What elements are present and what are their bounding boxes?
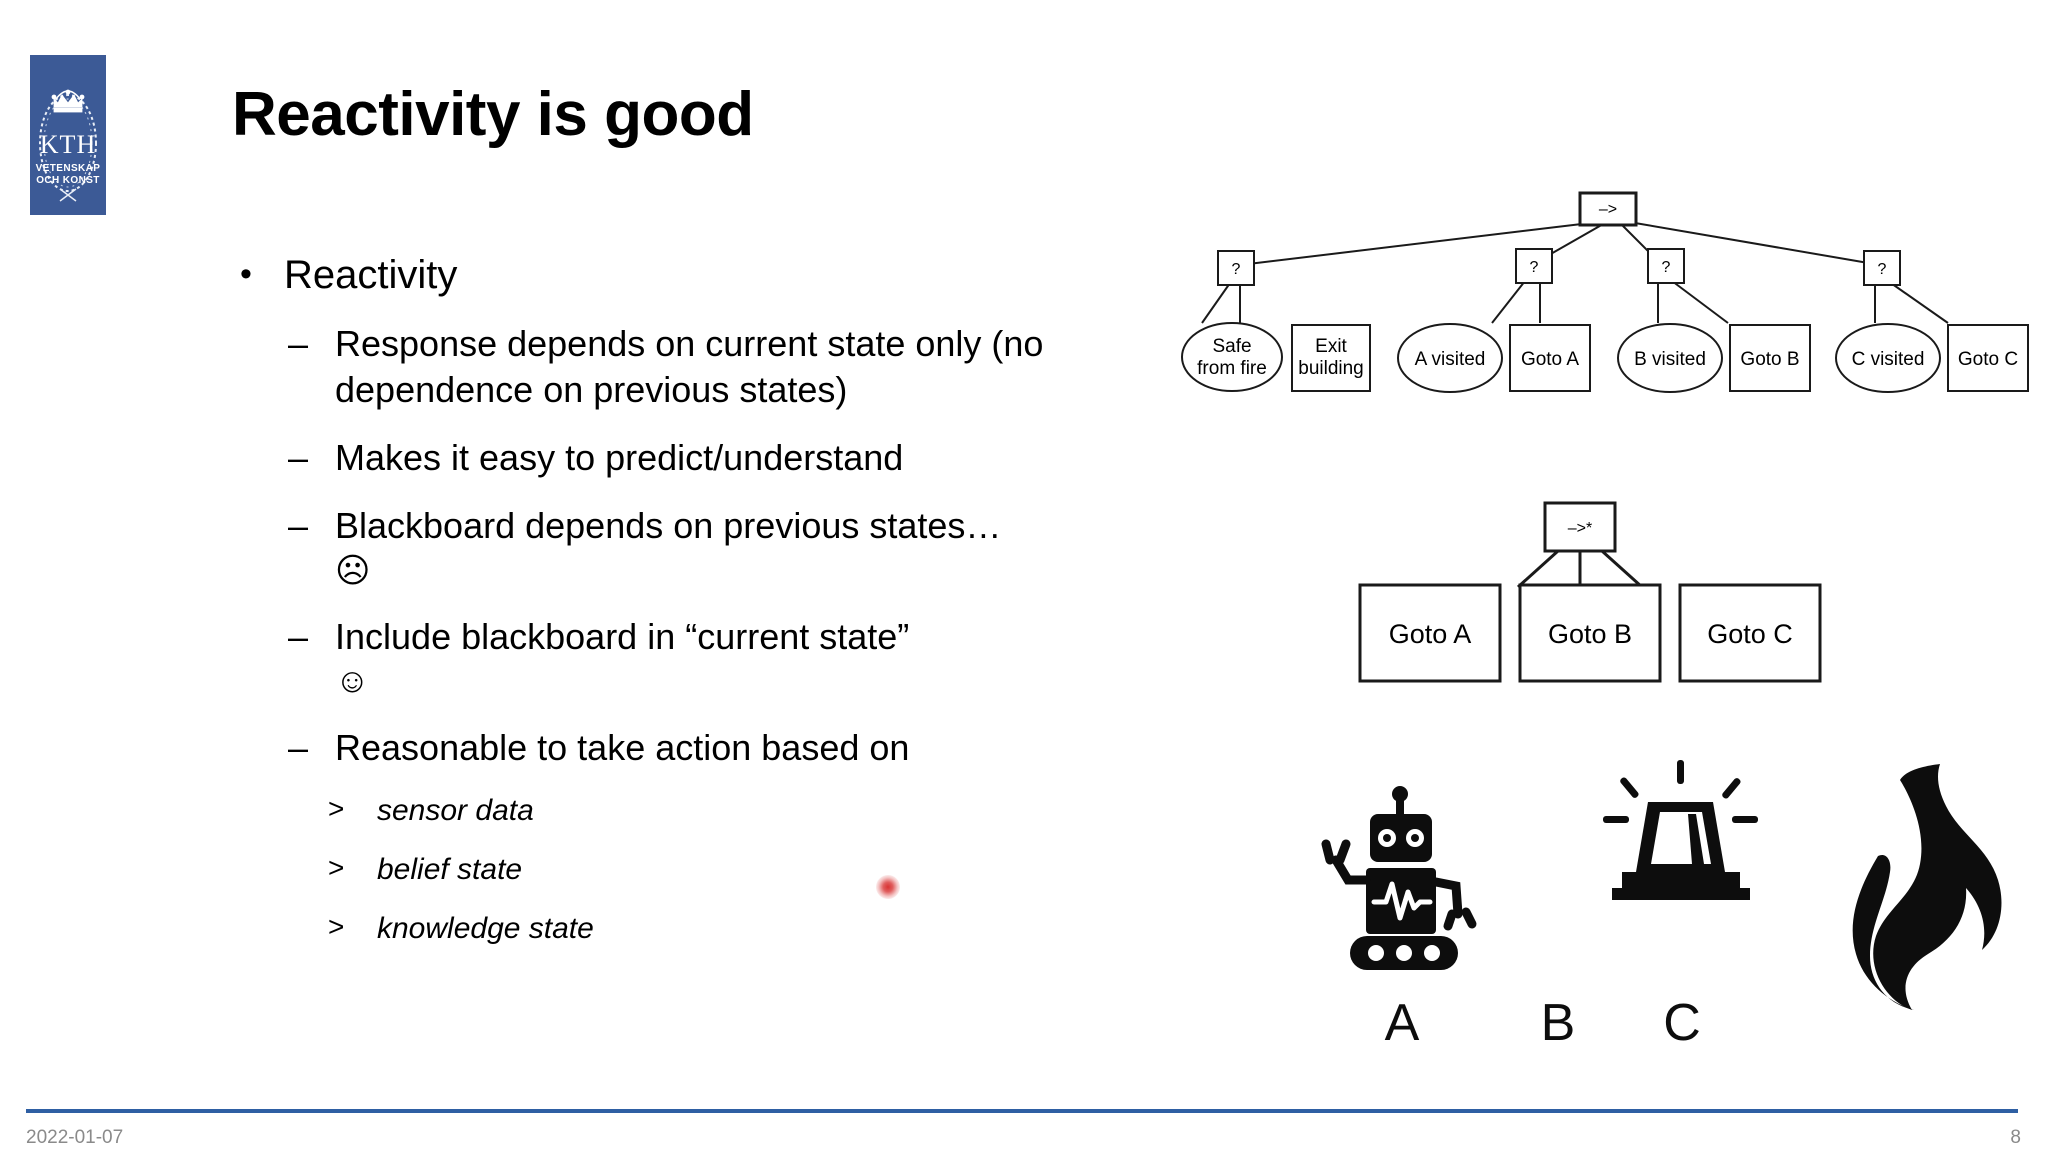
bullet-level3-text: belief state [377, 852, 523, 886]
page-title: Reactivity is good [232, 80, 754, 149]
bt-node-root: –> [1578, 191, 1638, 227]
bt-leaf-label-line1: A visited [1415, 349, 1486, 370]
tree-edges [1201, 222, 1949, 324]
bullet-level3: > sensor data [232, 791, 1112, 830]
bt-node-fallback: ? [1217, 250, 1255, 286]
click-marker [876, 875, 900, 899]
footer-divider [26, 1109, 2018, 1113]
slide-body: • Reactivity – Response depends on curre… [232, 252, 1112, 948]
bullet-marker-dash: – [288, 437, 309, 479]
bt-root-label: –> [1599, 201, 1617, 218]
bullet-marker-gt: > [328, 910, 345, 942]
bt-leaf-label-line1: C visited [1852, 349, 1925, 370]
bt-leaf-label-line1: Exit [1315, 336, 1347, 357]
bullet-level2: – Makes it easy to predict/understand [232, 435, 1112, 481]
bt-leaf-label: Goto B [1548, 619, 1632, 649]
behavior-tree-sequence-with-memory: –>* Goto A Goto B Goto C [1330, 495, 1830, 685]
bt-leaf-condition: B visited [1617, 323, 1723, 393]
robot-icon [1321, 786, 1477, 970]
bt-leaf-condition: Safe from fire [1181, 322, 1283, 392]
bt-leaf-action: Goto C [1947, 324, 2029, 392]
bullet-level3: > knowledge state [232, 909, 1112, 948]
bt-leaf-label-line1: Goto A [1521, 349, 1579, 370]
tree-edges [1516, 549, 1644, 589]
fire-flame-icon [1852, 764, 2002, 1010]
bullet-level2-text: Blackboard depends on previous states… [335, 505, 1002, 547]
bullet-level2: – Include blackboard in “current state” … [232, 614, 1112, 703]
bt-leaf-label-line1: Goto B [1740, 349, 1799, 370]
bt-leaf-action: Goto B [1729, 324, 1811, 392]
footer-page-number: 8 [2010, 1127, 2021, 1148]
bullet-level3: > belief state [232, 850, 1112, 889]
bullet-level3-text: sensor data [377, 793, 534, 827]
bt-fallback-label: ? [1530, 259, 1539, 276]
bt-leaf-action: Goto B [1518, 583, 1662, 683]
bt-leaf-action: Goto A [1358, 583, 1502, 683]
scenario-icon-row: A B C [1300, 760, 2040, 1065]
sad-face-icon: ☹ [335, 551, 371, 590]
bullet-level3-text: knowledge state [377, 911, 594, 945]
bt-node-root: –>* [1543, 501, 1617, 553]
bullet-marker-dash: – [288, 616, 309, 657]
bullet-marker-dot: • [240, 255, 252, 293]
kth-logo: KTH VETENSKAP OCH KONST [30, 55, 106, 215]
bt-node-fallback: ? [1863, 250, 1901, 286]
kth-wordmark: KTH [40, 130, 96, 159]
bt-leaf-action: Goto A [1509, 324, 1591, 392]
bullet-level2: – Reasonable to take action based on [232, 725, 1112, 771]
behavior-tree-reactive: –> ? ? ? ? Safe from fire Exit [1180, 185, 2040, 405]
bullet-marker-dash: – [288, 726, 309, 768]
bullet-marker-gt: > [328, 792, 345, 824]
bt-node-fallback: ? [1515, 248, 1553, 284]
bullet-marker-dash: – [288, 505, 309, 547]
bt-fallback-label: ? [1878, 261, 1887, 278]
bullet-level2-text: Include blackboard in “current state” [335, 616, 910, 657]
bt-leaf-label-line1: B visited [1634, 349, 1706, 370]
bt-leaf-action: Goto C [1678, 583, 1822, 683]
icon-letter-b: B [1541, 994, 1576, 1052]
icon-letter-a: A [1385, 994, 1420, 1052]
bt-fallback-label: ? [1232, 261, 1241, 278]
bullet-marker-gt: > [328, 851, 345, 883]
kth-motto-line2: OCH KONST [36, 175, 100, 186]
smiley-face-icon: ☺ [335, 662, 370, 701]
bt-node-fallback: ? [1647, 248, 1685, 284]
bt-leaf-label-line1: Goto C [1958, 349, 2018, 370]
bullet-marker-dash: – [288, 323, 309, 365]
bullet-level1-text: Reactivity [284, 253, 458, 297]
bullet-level2-text: Response depends on current state only (… [335, 323, 1044, 411]
bt-leaf-action: Exit building [1291, 324, 1371, 392]
bullet-level1: • Reactivity [232, 252, 1112, 299]
bullet-level2-text: Makes it easy to predict/understand [335, 437, 904, 479]
bt-leaf-label: Goto A [1389, 619, 1472, 649]
bt-leaf-label-line2: building [1298, 358, 1364, 379]
bt-leaf-label-line2: from fire [1197, 358, 1267, 379]
bullet-level2: – Response depends on current state only… [232, 321, 1112, 413]
footer-date: 2022-01-07 [26, 1127, 124, 1148]
bt-root-label: –>* [1568, 520, 1592, 537]
alarm-siren-icon [1603, 760, 1758, 900]
bt-leaf-label: Goto C [1707, 619, 1793, 649]
kth-motto-line1: VETENSKAP [36, 163, 101, 174]
bt-leaf-condition: C visited [1835, 323, 1941, 393]
bt-leaf-condition: A visited [1397, 323, 1503, 393]
icon-letter-c: C [1663, 994, 1701, 1052]
bullet-level2-text: Reasonable to take action based on [335, 726, 910, 768]
bt-leaf-label-line1: Safe [1212, 336, 1251, 357]
bullet-level2: – Blackboard depends on previous states…… [232, 503, 1112, 592]
bt-fallback-label: ? [1662, 259, 1671, 276]
